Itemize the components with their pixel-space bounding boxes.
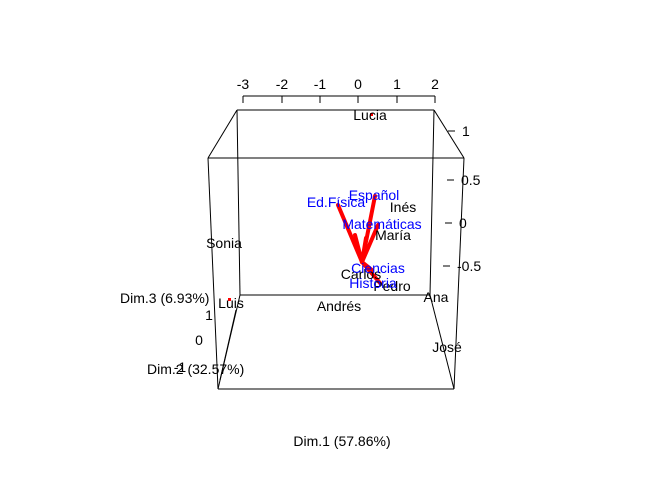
variable-label: Español xyxy=(349,187,400,203)
variable-label: Matemáticas xyxy=(342,216,421,232)
individual-label: Luis xyxy=(218,295,244,311)
individual-label: Andrés xyxy=(317,298,361,314)
x-tick-label: -1 xyxy=(314,76,327,92)
x-tick-label: -2 xyxy=(276,76,289,92)
box-edge xyxy=(429,109,435,296)
variable-label: Ciencias xyxy=(351,260,405,276)
variable-arrow xyxy=(360,260,382,285)
individual-label: José xyxy=(432,339,462,355)
box-edge xyxy=(207,109,238,159)
x-tick-label: 1 xyxy=(393,76,401,92)
individual-label: Lucia xyxy=(353,107,387,123)
y-tick-label: -1 xyxy=(174,359,187,375)
individual-label: Inés xyxy=(390,199,416,215)
variable-arrows xyxy=(228,113,382,301)
point-marker xyxy=(228,298,231,301)
y-tick-label: 1 xyxy=(205,307,213,323)
z-tick-label: 0.5 xyxy=(461,172,481,188)
variable-labels: EspañolEd.FísicaMatemáticasCienciasHisto… xyxy=(307,187,422,291)
individual-label: Pedro xyxy=(373,278,411,294)
variable-label: Ed.Física xyxy=(307,194,366,210)
x-axis-title: Dim.1 (57.86%) xyxy=(293,433,390,449)
x-tick-label: 0 xyxy=(354,76,362,92)
individual-label: María xyxy=(375,227,411,243)
box-edge xyxy=(207,157,219,390)
individual-label: Sonia xyxy=(206,235,242,251)
y-axis-title: Dim.2 (32.57%) xyxy=(147,361,244,377)
individual-label: Ana xyxy=(424,289,449,305)
individual-label: Carlos xyxy=(341,266,381,282)
point-marker xyxy=(370,113,373,116)
z-tick-label: 1 xyxy=(462,123,470,139)
variable-arrow xyxy=(353,233,364,264)
plot-box xyxy=(207,109,465,390)
box-edge xyxy=(453,157,465,390)
y-tick-label: 0 xyxy=(195,332,203,348)
z-tick-label: -0.5 xyxy=(457,258,481,274)
z-tick-label: 0 xyxy=(459,215,467,231)
box-edge xyxy=(236,109,241,296)
x-tick-label: 2 xyxy=(431,76,439,92)
variable-label: Historia xyxy=(349,275,397,291)
z-axis-title: Dim.3 (6.93%) xyxy=(120,290,209,306)
x-tick-label: -3 xyxy=(237,76,250,92)
y-axis-line xyxy=(219,309,237,381)
box-edge xyxy=(429,294,455,390)
box-edge xyxy=(433,109,465,159)
